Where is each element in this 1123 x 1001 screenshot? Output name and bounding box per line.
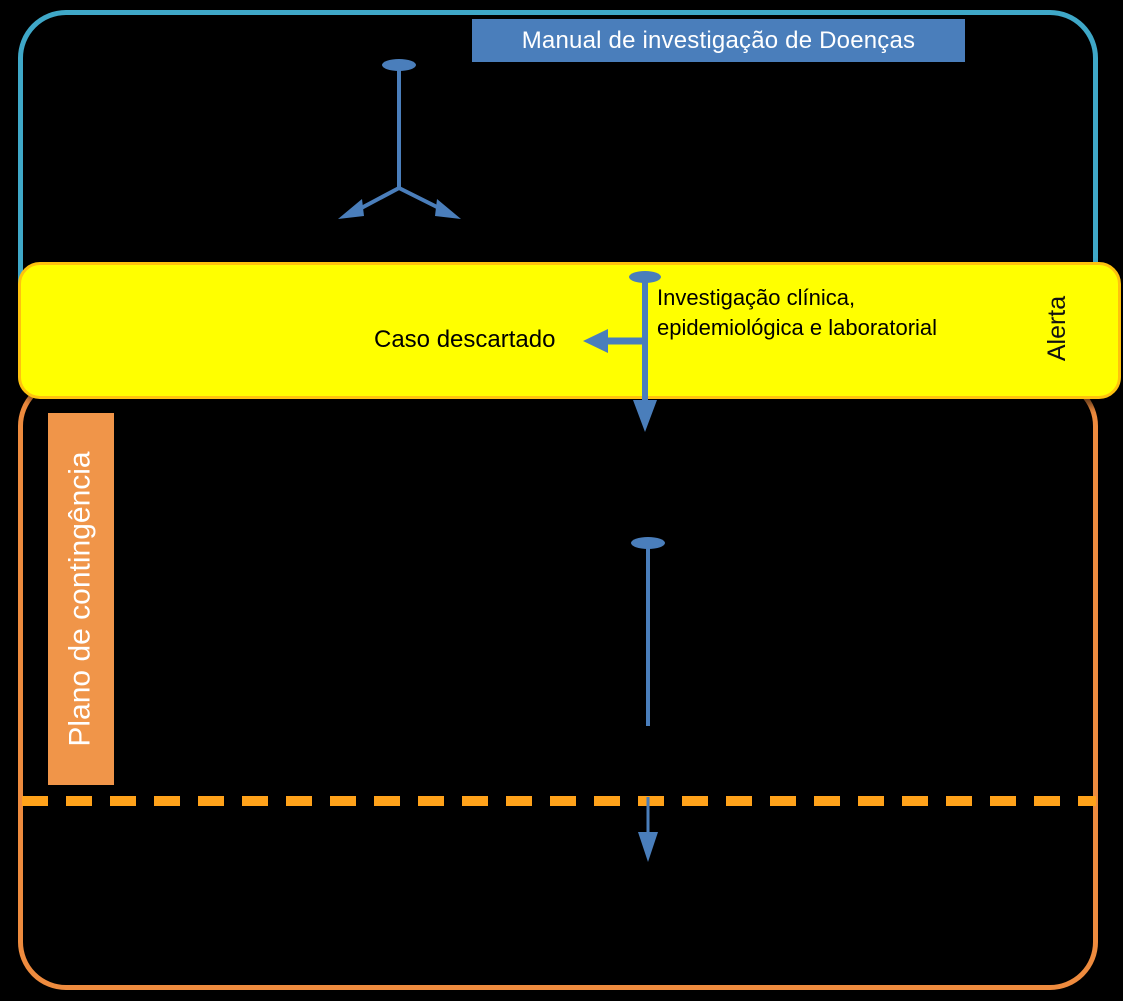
plano-de-contingencia-label: Plano de contingência bbox=[48, 413, 114, 785]
page-title-label: Manual de investigação de Doenças bbox=[521, 26, 916, 54]
alerta-band bbox=[18, 262, 1121, 399]
mid-line-connector bbox=[631, 537, 665, 726]
investigation-text-line2: epidemiológica e laboratorial bbox=[657, 314, 938, 340]
page-title: Manual de investigação de Doenças bbox=[472, 19, 965, 62]
investigation-arrow-connector bbox=[583, 271, 661, 432]
investigation-text-line1: Investigação clínica, bbox=[657, 285, 856, 310]
bottom-arrow-connector bbox=[638, 797, 658, 862]
caso-descartado-text: Caso descartado bbox=[374, 326, 556, 353]
investigation-text: Investigação clínica, epidemiológica e l… bbox=[657, 283, 937, 342]
fork-top-connector bbox=[338, 59, 461, 219]
